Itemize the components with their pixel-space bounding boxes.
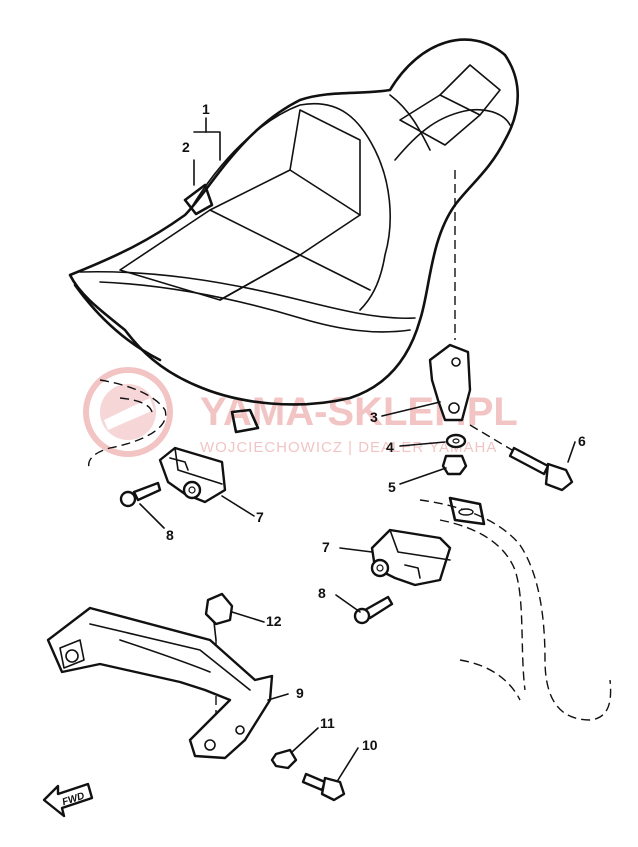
bracket-part-9 (46, 606, 274, 760)
callout-labels: 1 2 3 4 5 6 7 7 8 8 9 10 11 12 (166, 101, 586, 753)
callout-4: 4 (386, 439, 394, 455)
screw-part-8-left (119, 481, 162, 508)
nut-part-11 (270, 748, 298, 770)
callout-7-left: 7 (256, 509, 264, 525)
callout-6: 6 (578, 433, 586, 449)
callout-2: 2 (182, 139, 190, 155)
bolt-part-10 (301, 772, 346, 802)
bolt-part-6 (508, 446, 574, 492)
leader-lines (139, 117, 576, 781)
callout-5: 5 (388, 479, 396, 495)
callout-1: 1 (202, 101, 210, 117)
callout-8-left: 8 (166, 527, 174, 543)
callout-7-right: 7 (322, 539, 330, 555)
frame-rail-left (88, 379, 260, 471)
seat (68, 38, 520, 406)
stud-part-12 (204, 592, 234, 641)
callout-8-right: 8 (318, 585, 326, 601)
seat-bracket-part-7-right (370, 528, 452, 587)
bolt-guide-line (469, 424, 513, 451)
seat-bracket-part-7-left (158, 446, 227, 504)
callout-10: 10 (362, 737, 378, 753)
watermark-logo (83, 367, 173, 457)
forward-arrow-icon: FWD (42, 782, 94, 818)
washer-part-4 (445, 433, 467, 449)
nut-part-5 (441, 454, 468, 476)
frame-rail-right (419, 496, 612, 721)
callout-9: 9 (296, 685, 304, 701)
callout-12: 12 (266, 613, 282, 629)
callout-11: 11 (320, 715, 335, 731)
screw-part-8-right (353, 595, 394, 625)
callout-3: 3 (370, 409, 378, 425)
watermark-brand: YAMA-SKLEP.PL (200, 390, 518, 434)
